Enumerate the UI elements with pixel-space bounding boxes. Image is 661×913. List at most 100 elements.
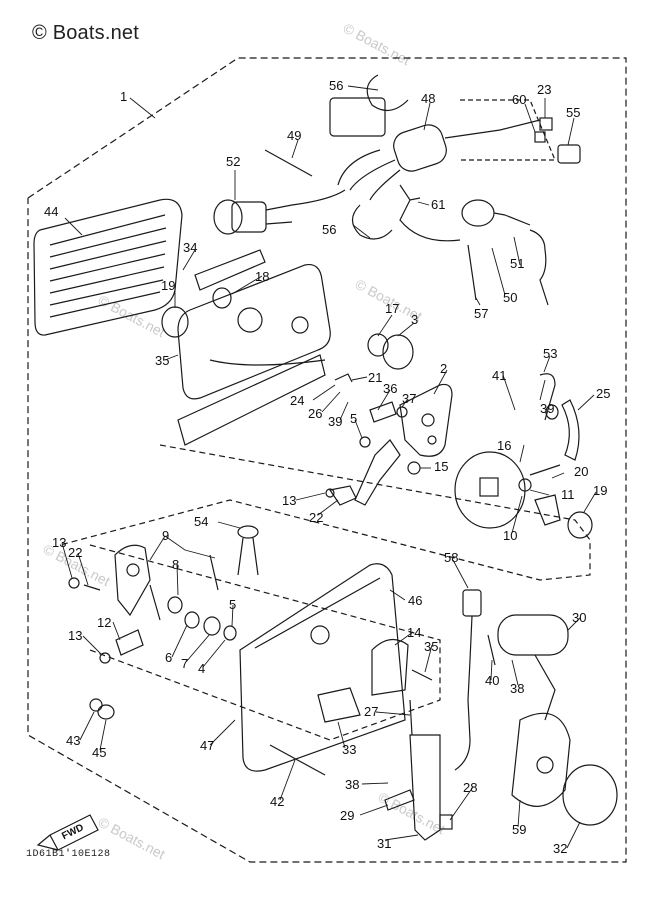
part-13-nut [99, 652, 111, 664]
callout-label: 57 [474, 306, 488, 321]
callout-label: 12 [97, 615, 111, 630]
part-27-screw [409, 699, 413, 736]
callout-label: 40 [485, 673, 499, 688]
part-housing-plate [177, 263, 331, 446]
part-42-bolt [269, 744, 326, 776]
callout-label: 10 [503, 528, 517, 543]
callout-label: 41 [492, 368, 506, 383]
callout-label: 38 [510, 681, 524, 696]
part-9-arm [149, 554, 219, 621]
callout-label: 56 [329, 78, 343, 93]
part-5-nut [223, 625, 237, 641]
callout-label: 35 [424, 639, 438, 654]
callout-label: 13 [282, 493, 296, 508]
part-48-harness [329, 97, 541, 242]
assembly-boundary [27, 57, 627, 863]
callout-label: 35 [155, 353, 169, 368]
part-8-collar [167, 596, 183, 614]
part-2-lever-plate [399, 383, 453, 457]
callout-label: 52 [226, 154, 240, 169]
callout-label: 44 [44, 204, 58, 219]
callout-label: 1 [120, 89, 127, 104]
part-12-roller [115, 629, 144, 656]
callout-label: 43 [66, 733, 80, 748]
callout-label: 21 [368, 370, 382, 385]
callout-label: 58 [444, 550, 458, 565]
callout-label: 27 [364, 704, 378, 719]
sub-assembly-boundary [89, 544, 441, 741]
callout-label: 14 [407, 625, 421, 640]
part-33-grip [317, 687, 361, 723]
part-53-link [539, 373, 556, 421]
callout-label: 61 [431, 197, 445, 212]
callout-label: 29 [340, 808, 354, 823]
callout-label: 55 [566, 105, 580, 120]
part-40-screw [487, 634, 496, 666]
part-58-connector [454, 589, 482, 771]
callout-label: 50 [503, 290, 517, 305]
fwd-label: FWD [60, 822, 85, 842]
callout-label: 42 [270, 794, 284, 809]
callout-label: 22 [68, 545, 82, 560]
part-14-cover [371, 639, 409, 696]
part-31-lever [409, 734, 441, 841]
part-45-washer [97, 704, 115, 720]
part-57-screw [467, 244, 477, 301]
part-5-nut [359, 436, 371, 448]
callout-label: 15 [434, 459, 448, 474]
part-46-housing [239, 563, 406, 772]
part-22-pin [83, 584, 101, 591]
part-25-spring [561, 399, 580, 461]
callout-label: 28 [463, 780, 477, 795]
part-23-block [539, 117, 553, 131]
part-21-pin [334, 373, 353, 383]
part-54-sensor [237, 525, 259, 576]
callout-label: 38 [345, 777, 359, 792]
part-3-cam [382, 334, 414, 370]
part-19-bushing [161, 306, 189, 338]
callout-label: 36 [383, 381, 397, 396]
part-32-knob [562, 764, 618, 826]
callout-label: 39 [328, 414, 342, 429]
callout-label: 37 [402, 391, 416, 406]
part-50-switch [461, 199, 549, 306]
part-34-bracket [194, 249, 266, 291]
callout-label: 32 [553, 841, 567, 856]
callout-label: 46 [408, 593, 422, 608]
callout-label: 17 [385, 301, 399, 316]
callout-label: 22 [309, 510, 323, 525]
callout-label: 13 [68, 628, 82, 643]
part-6-washer [184, 611, 200, 629]
callout-label: 13 [52, 535, 66, 550]
part-22-pin [329, 485, 357, 506]
part-60-nut [534, 131, 546, 143]
part-52-connector [213, 189, 346, 235]
part-49-pin [264, 149, 313, 177]
callout-label: 8 [172, 557, 179, 572]
part-28-block [439, 814, 453, 830]
callout-label: 7 [181, 656, 188, 671]
callout-label: 6 [165, 650, 172, 665]
callout-label: 34 [183, 240, 197, 255]
fwd-arrow: FWD [36, 814, 99, 851]
callout-label: 39 [540, 401, 554, 416]
part-56-clamp [366, 74, 409, 111]
bracket-outline [460, 99, 556, 161]
callout-labels: 1 56 48 23 60 55 49 52 61 44 34 18 56 51… [44, 78, 610, 856]
callout-label: 19 [161, 278, 175, 293]
callout-label: 4 [198, 661, 205, 676]
part-7-washer [203, 616, 221, 636]
callout-label: 45 [92, 745, 106, 760]
part-18-bushing [212, 287, 232, 309]
callout-label: 60 [512, 92, 526, 107]
callout-label: 53 [543, 346, 557, 361]
part-13-nut [68, 577, 80, 589]
callout-label: 18 [255, 269, 269, 284]
part-56-clamp [351, 204, 393, 240]
callout-label: 51 [510, 256, 524, 271]
part-35-screw [411, 669, 433, 681]
part-11-bolt [529, 464, 561, 476]
part-43-nut [89, 698, 103, 712]
